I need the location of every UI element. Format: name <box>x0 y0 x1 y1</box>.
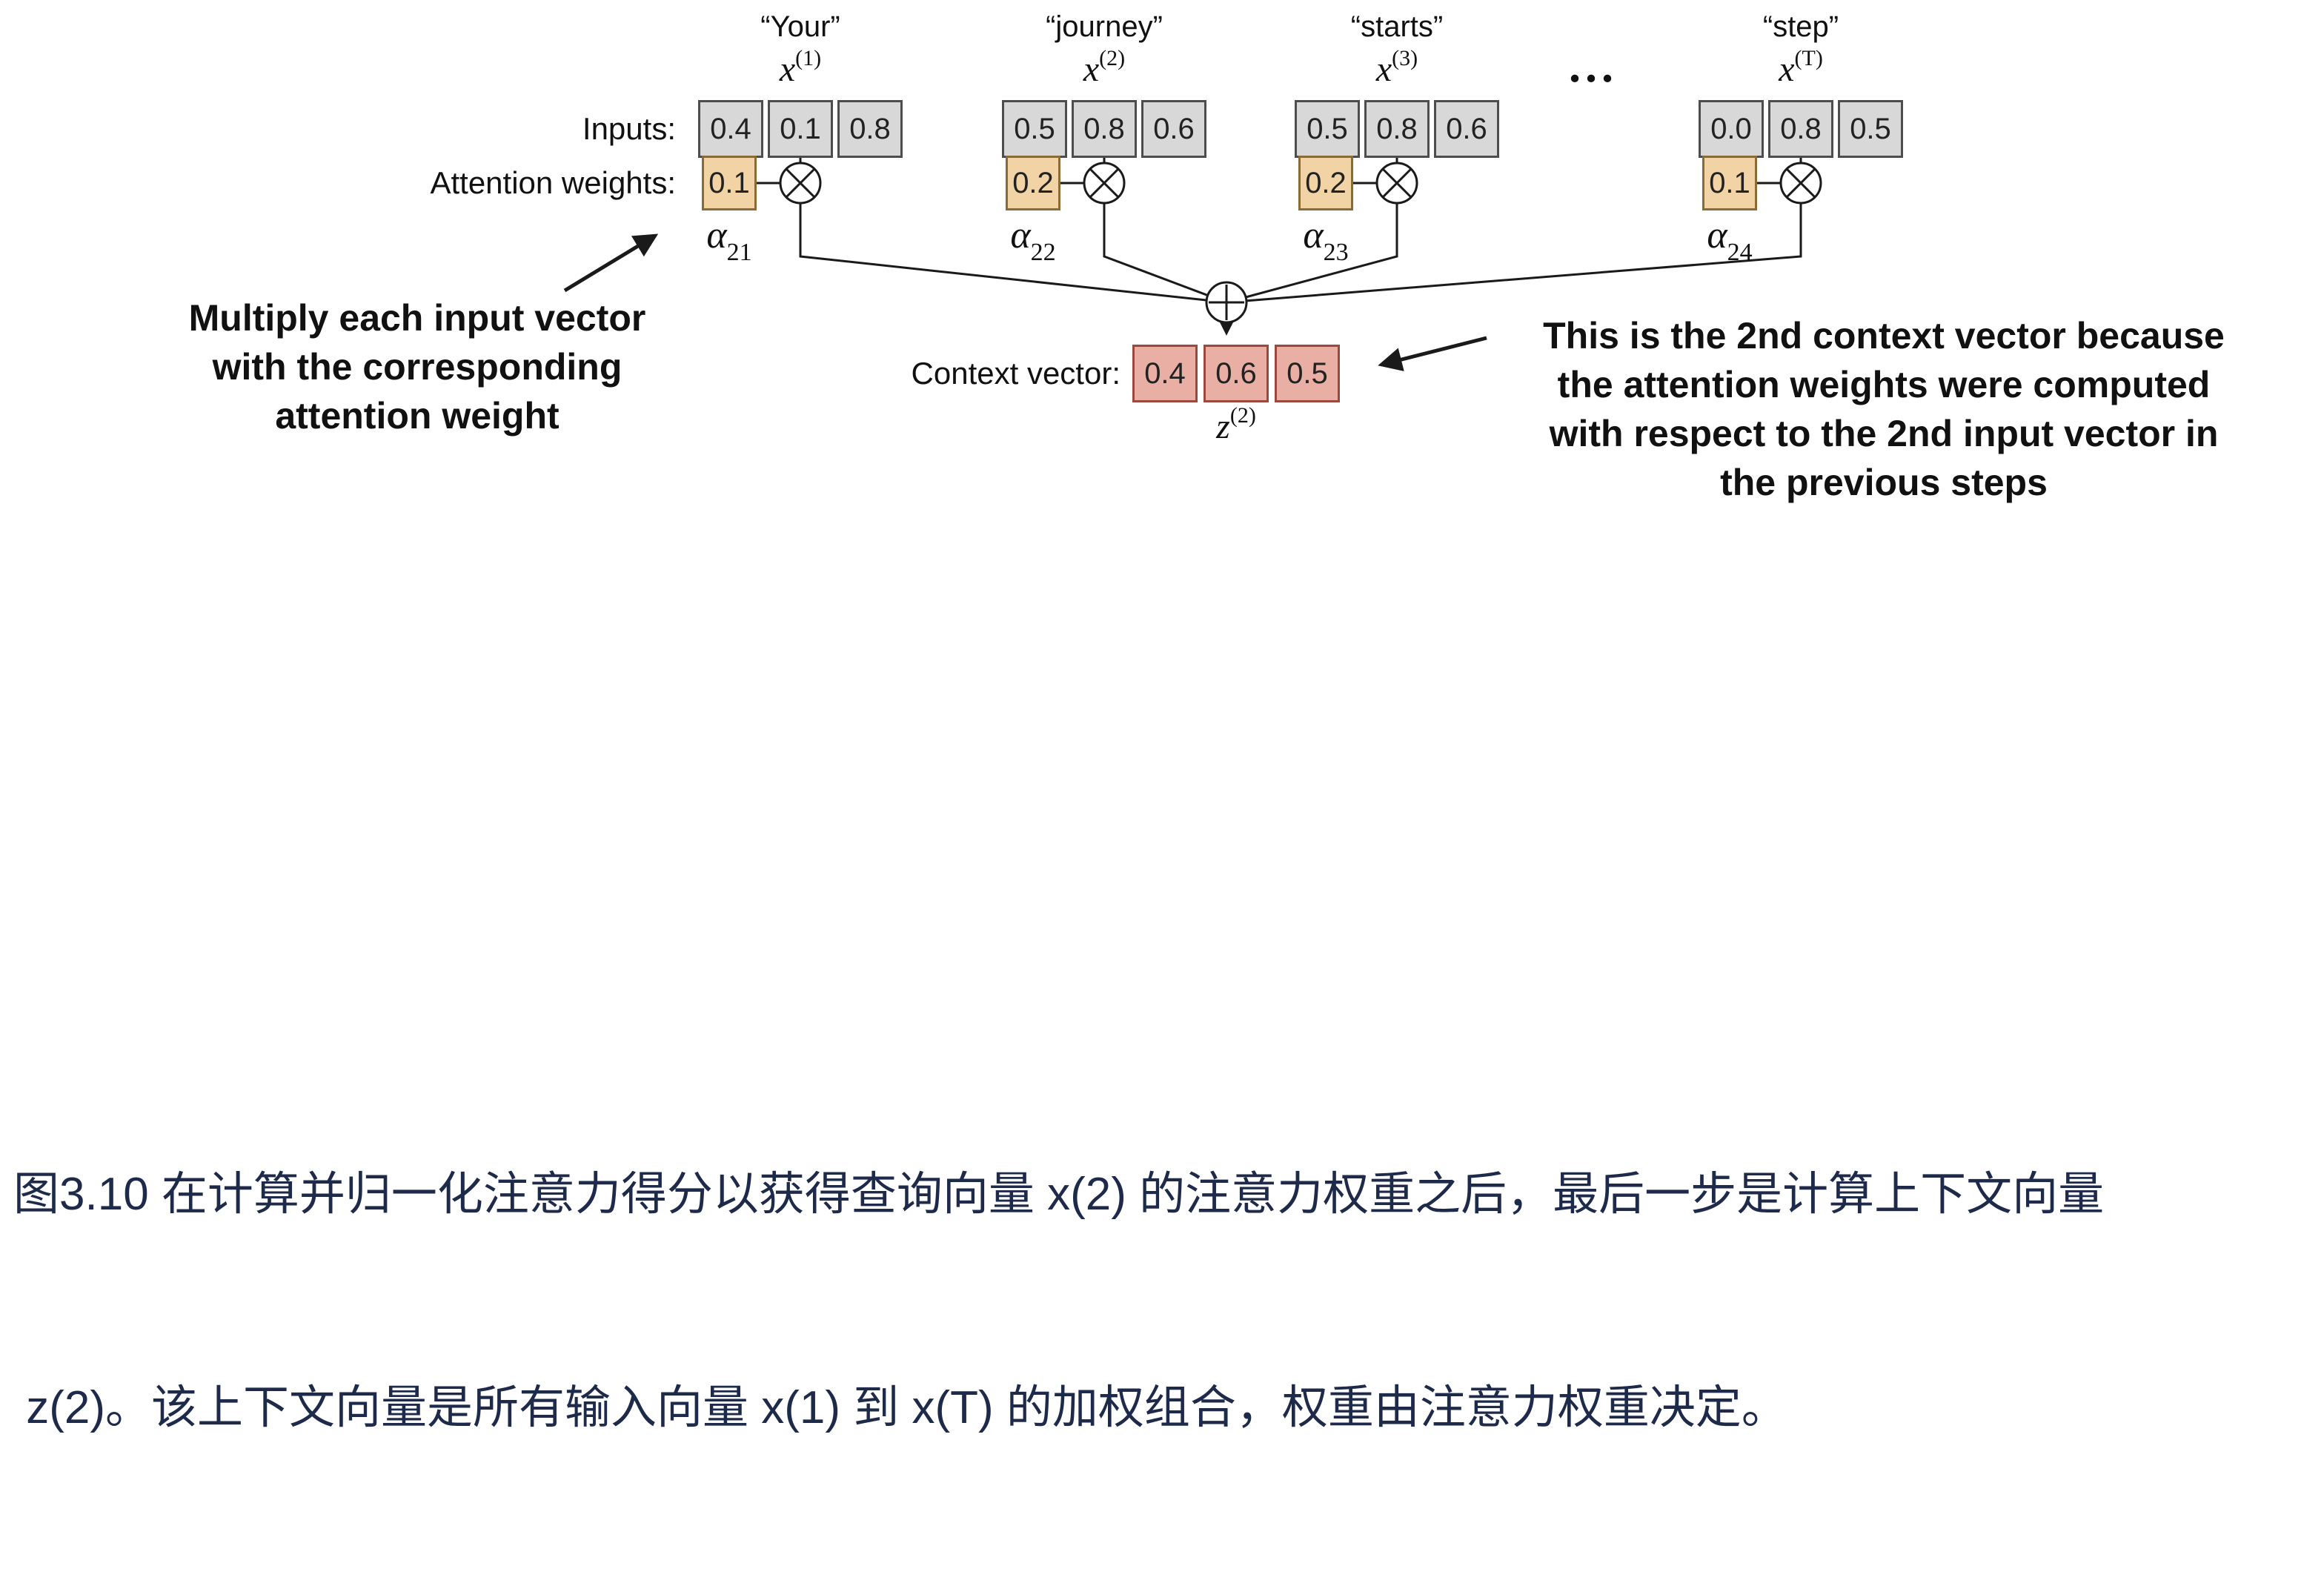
input-cell: 0.5 <box>1002 100 1067 158</box>
converge-lines <box>799 203 1802 304</box>
math-superscript: (2) <box>1099 46 1126 70</box>
input-symbol-2: x(2) <box>1083 46 1126 90</box>
input-cell: 0.6 <box>1141 100 1206 158</box>
input-vector-4: 0.0 0.8 0.5 <box>1699 100 1903 158</box>
add-icon <box>1205 281 1248 324</box>
input-cell: 0.8 <box>1072 100 1137 158</box>
math-base: x <box>1083 50 1100 89</box>
figure-caption: 图3.10 在计算并归一化注意力得分以获得查询向量 x(2) 的注意力权重之后，… <box>13 1017 2104 1586</box>
context-cell: 0.4 <box>1132 345 1198 402</box>
multiply-icon <box>1779 162 1822 205</box>
input-symbol-3: x(3) <box>1375 46 1418 90</box>
input-symbol-4: x(T) <box>1779 46 1823 90</box>
input-cell: 0.1 <box>768 100 833 158</box>
ellipsis: ... <box>1569 39 1618 92</box>
annotation-line: with respect to the 2nd input vector in <box>1549 413 2219 454</box>
attention-weights-label: Attention weights: <box>430 165 676 200</box>
input-vector-3: 0.5 0.8 0.6 <box>1295 100 1499 158</box>
math-base: x <box>1375 50 1392 89</box>
context-cell: 0.5 <box>1275 345 1340 402</box>
alpha-symbol: α <box>1010 214 1031 256</box>
math-base: x <box>1779 50 1795 89</box>
annotation-line: the attention weights were computed <box>1557 364 2211 405</box>
math-superscript: (T) <box>1794 46 1823 70</box>
right-annotation: This is the 2nd context vector because t… <box>1543 311 2225 507</box>
input-cell: 0.5 <box>1295 100 1360 158</box>
token-word-4: “step” <box>1762 10 1839 43</box>
input-cell: 0.8 <box>837 100 903 158</box>
left-annotation: Multiply each input vector with the corr… <box>189 293 646 440</box>
context-vector: 0.4 0.6 0.5 <box>1132 345 1340 402</box>
input-to-multiply-lines <box>757 158 1802 185</box>
math-base: x <box>779 50 796 89</box>
alpha-subscript: 24 <box>1727 239 1753 267</box>
input-symbol-1: x(1) <box>779 46 822 90</box>
token-word-2: “journey” <box>1046 10 1163 43</box>
caption-line: 图3.10 在计算并归一化注意力得分以获得查询向量 x(2) 的注意力权重之后，… <box>13 1169 2105 1220</box>
annotation-line: attention weight <box>275 395 560 437</box>
annotation-line: the previous steps <box>1720 462 2048 503</box>
math-base: z <box>1216 407 1230 446</box>
multiply-icon <box>779 162 822 205</box>
context-symbol: z(2) <box>1216 403 1256 447</box>
input-cell: 0.6 <box>1434 100 1499 158</box>
context-vector-label: Context vector: <box>911 356 1120 391</box>
input-cell: 0.8 <box>1364 100 1430 158</box>
alpha-symbol: α <box>1303 214 1324 256</box>
input-cell: 0.0 <box>1699 100 1764 158</box>
input-cell: 0.4 <box>698 100 763 158</box>
annotation-line: This is the 2nd context vector because <box>1543 315 2225 356</box>
annotation-line: with the corresponding <box>212 346 622 388</box>
attention-weight-cell-2: 0.2 <box>1006 156 1060 210</box>
left-annotation-arrow <box>563 233 659 293</box>
inputs-label: Inputs: <box>582 111 676 146</box>
alpha-symbol: α <box>706 214 727 256</box>
alpha-label-2: α22 <box>1010 213 1055 266</box>
connector-layer <box>563 158 1822 371</box>
input-vector-2: 0.5 0.8 0.6 <box>1002 100 1206 158</box>
input-cell: 0.5 <box>1838 100 1903 158</box>
alpha-subscript: 22 <box>1030 239 1056 267</box>
alpha-symbol: α <box>1707 214 1727 256</box>
multiply-icon <box>1083 162 1126 205</box>
alpha-subscript: 23 <box>1323 239 1349 267</box>
attention-weight-cell-3: 0.2 <box>1298 156 1353 210</box>
context-cell: 0.6 <box>1204 345 1269 402</box>
token-word-1: “Your” <box>760 10 840 43</box>
figure-canvas: “Your” “journey” “starts” “step” x(1) x(… <box>13 10 2225 1433</box>
annotation-line: Multiply each input vector <box>188 297 646 339</box>
math-superscript: (1) <box>795 46 822 70</box>
attention-weight-cell-4: 0.1 <box>1702 156 1757 210</box>
multiply-icon <box>1375 162 1418 205</box>
input-cell: 0.8 <box>1768 100 1833 158</box>
right-annotation-arrow <box>1378 336 1487 371</box>
math-superscript: (2) <box>1229 403 1256 428</box>
attention-weight-cell-1: 0.1 <box>702 156 757 210</box>
token-word-3: “starts” <box>1350 10 1444 43</box>
alpha-label-3: α23 <box>1303 213 1348 266</box>
caption-line: z(2)。该上下文向量是所有输入向量 x(1) 到 x(T) 的加权组合，权重由… <box>13 1382 1787 1433</box>
alpha-label-1: α21 <box>706 213 751 266</box>
alpha-label-4: α24 <box>1707 213 1752 266</box>
input-vector-1: 0.4 0.1 0.8 <box>698 100 903 158</box>
alpha-subscript: 21 <box>726 239 752 267</box>
math-superscript: (3) <box>1392 46 1418 70</box>
